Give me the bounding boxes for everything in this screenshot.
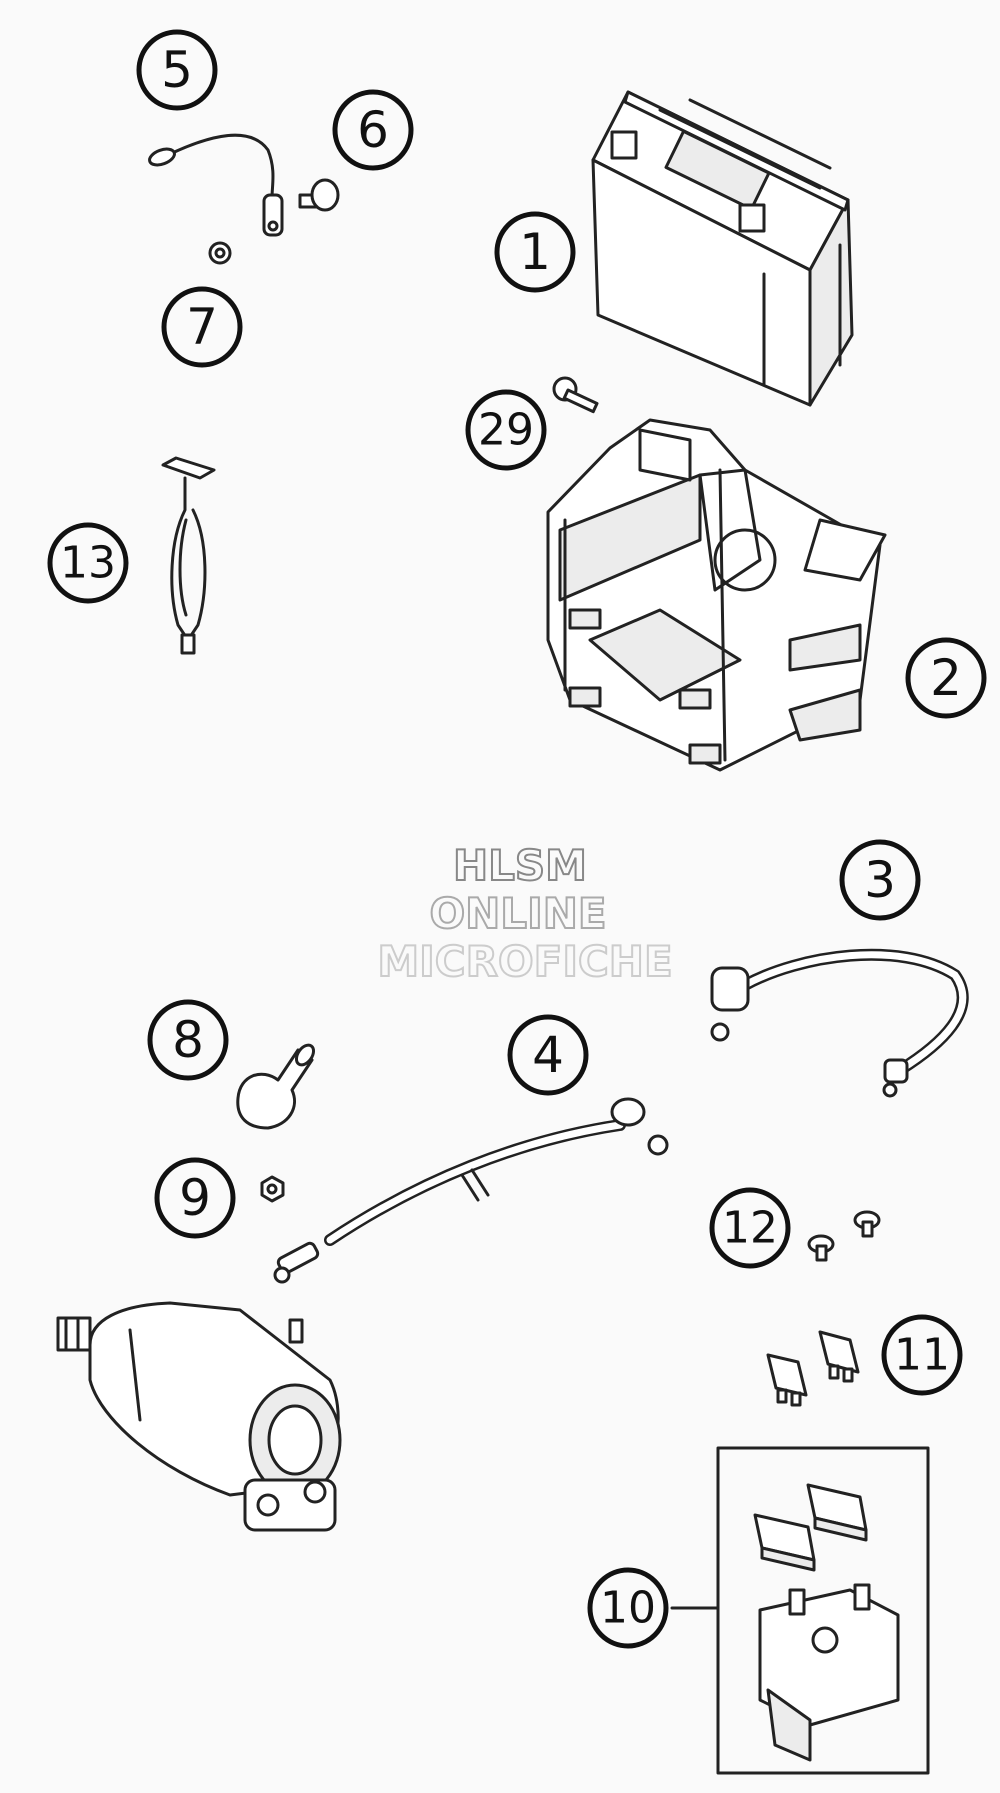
callout-29: 29 (465, 389, 547, 471)
callout-7: 7 (161, 286, 243, 368)
battery-icon (591, 90, 854, 407)
starter-relay-icon (716, 1446, 930, 1775)
starter-motor-icon (56, 1301, 342, 1532)
battery-box-icon (546, 418, 887, 772)
svg-text:2: 2 (930, 649, 962, 707)
svg-text:13: 13 (60, 538, 116, 589)
svg-text:6: 6 (357, 101, 389, 159)
callout-2: 2 (905, 637, 987, 719)
ground-wire-icon (148, 133, 284, 237)
fuse-icon (766, 1330, 860, 1407)
svg-text:9: 9 (179, 1169, 211, 1227)
callout-6: 6 (332, 89, 414, 171)
callout-3: 3 (839, 839, 921, 921)
svg-text:5: 5 (161, 41, 193, 99)
svg-text:1: 1 (519, 223, 551, 281)
callout-8: 8 (147, 999, 229, 1081)
cable-icon (273, 1097, 669, 1284)
callout-12: 12 (709, 1187, 791, 1269)
svg-text:8: 8 (172, 1011, 204, 1069)
nut-icon (260, 1175, 285, 1203)
screw-icon (298, 178, 340, 212)
svg-text:3: 3 (864, 851, 896, 909)
washer-icon (208, 241, 232, 265)
watermark-line1: HLSM (453, 841, 587, 890)
callout-13: 13 (47, 522, 129, 604)
watermark: HLSM ONLINE MICROFICHE (376, 840, 673, 987)
svg-text:7: 7 (186, 298, 218, 356)
callout-5: 5 (136, 29, 218, 111)
svg-text:10: 10 (600, 1583, 656, 1634)
terminal-cap-icon (236, 1043, 316, 1130)
screw-icon (807, 1210, 881, 1262)
screw-icon (552, 376, 599, 414)
svg-text:29: 29 (478, 405, 534, 456)
callout-10: 10 (587, 1567, 669, 1649)
cable-icon (710, 948, 969, 1098)
watermark-line3: MICROFICHE (377, 937, 672, 986)
svg-text:12: 12 (722, 1203, 778, 1254)
callout-11: 11 (881, 1314, 963, 1396)
svg-text:4: 4 (532, 1026, 564, 1084)
connector-icon (161, 456, 216, 655)
watermark-line2: ONLINE (429, 889, 606, 938)
callout-4: 4 (507, 1014, 589, 1096)
callout-1: 1 (494, 211, 576, 293)
callout-9: 9 (154, 1157, 236, 1239)
svg-text:11: 11 (894, 1330, 950, 1381)
